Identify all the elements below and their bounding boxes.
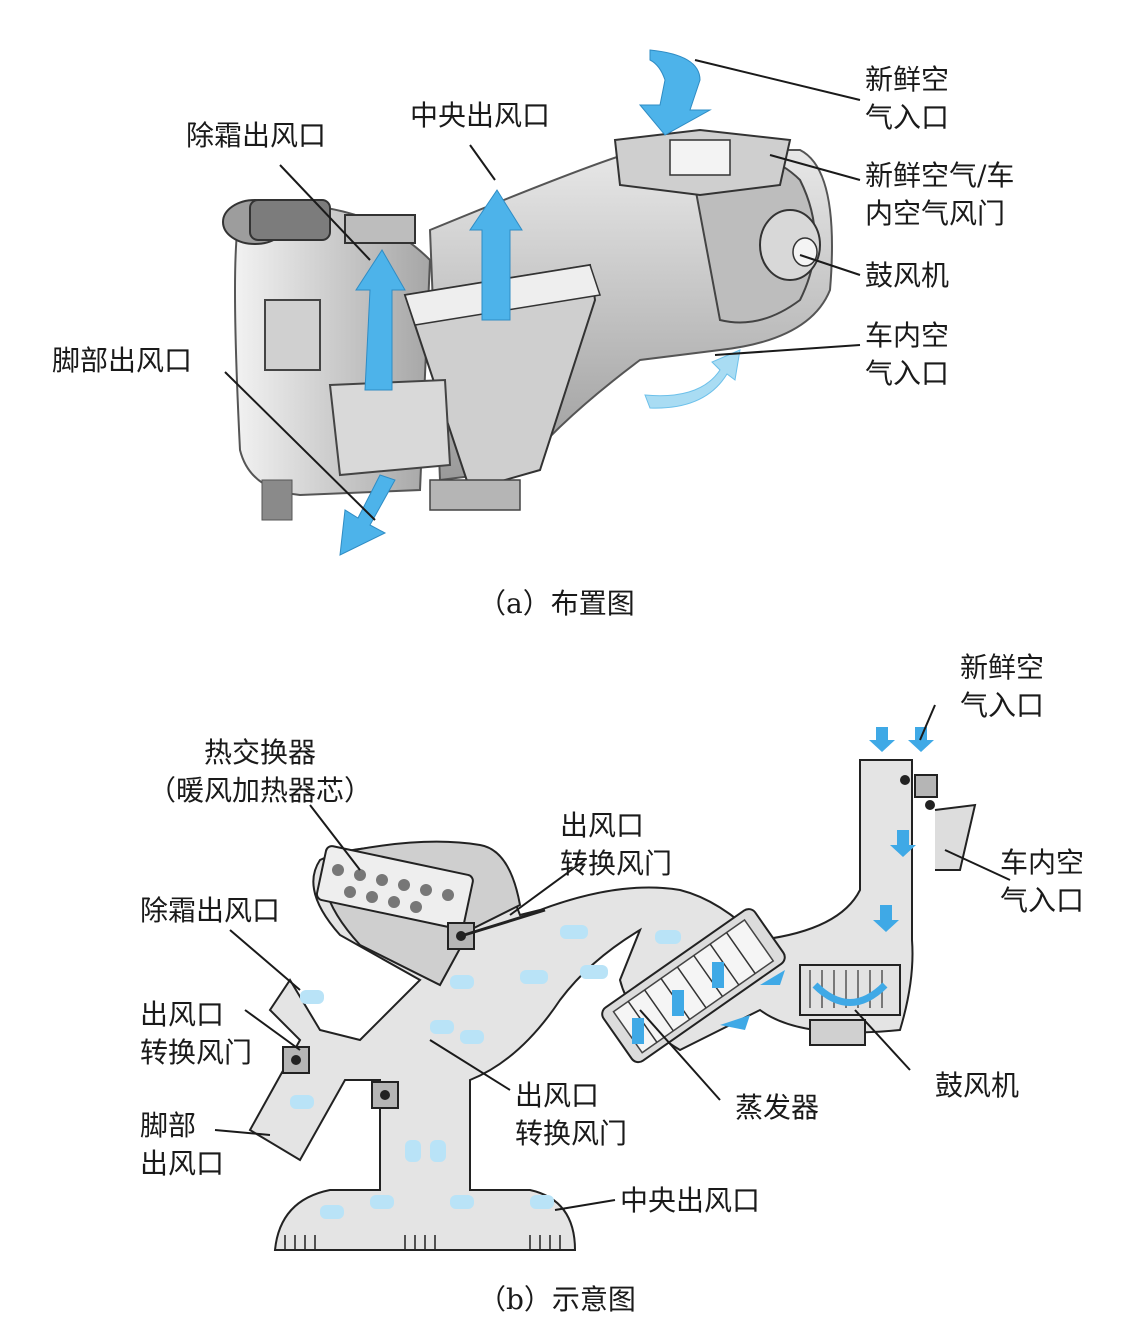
foot-outlet-arrow xyxy=(339,474,396,556)
label-mode-door-left-b-line2: 转换风门 xyxy=(140,1036,253,1069)
blower-flow-arrow xyxy=(812,982,888,1006)
label-recirc-inlet-a-line2: 气入口 xyxy=(865,357,950,390)
label-fresh-air-inlet-b-line1: 新鲜空 xyxy=(960,651,1045,684)
dark-flow-arrows xyxy=(720,727,934,1030)
label-mode-door-mid-b-line1: 出风口 xyxy=(515,1079,600,1112)
panel-b-leader-lines xyxy=(214,704,1011,1211)
evaporator-cold-cells xyxy=(632,962,724,1044)
heater-core xyxy=(315,845,474,930)
recirc-inlet-flap xyxy=(934,803,977,871)
label-fresh-air-inlet-a-line2: 气入口 xyxy=(865,101,950,134)
label-center-outlet-b: 中央出风口 xyxy=(620,1184,761,1217)
label-foot-outlet-a: 脚部出风口 xyxy=(52,344,193,377)
label-foot-outlet-b-line2: 出风口 xyxy=(140,1147,225,1180)
heater-core-tubes xyxy=(332,864,454,913)
defrost-outlet-frame xyxy=(344,214,416,244)
panel-b-schematic xyxy=(214,704,1011,1251)
label-blower-b: 鼓风机 xyxy=(935,1069,1020,1102)
label-recirc-inlet-a-line1: 车内空 xyxy=(865,319,950,352)
caption-panel-a: （a）布置图 xyxy=(478,587,635,620)
center-outlet-arrow xyxy=(469,189,523,321)
panel-a-leader-lines xyxy=(224,59,861,521)
label-mode-door-top-b-line1: 出风口 xyxy=(560,809,645,842)
label-mode-door-top-b-line2: 转换风门 xyxy=(560,847,673,880)
label-mode-door-mid-b-line2: 转换风门 xyxy=(515,1117,628,1150)
fresh-air-door-box xyxy=(914,774,938,798)
heater-legs xyxy=(261,479,293,521)
evaporator-block xyxy=(601,908,786,1064)
label-blower-a: 鼓风机 xyxy=(865,259,950,292)
actuator-box xyxy=(264,299,321,371)
defrost-outlet-arrow xyxy=(355,249,406,391)
blower-box xyxy=(799,964,901,1016)
light-flow-arrows xyxy=(290,925,681,1219)
label-recirc-inlet-b-line2: 气入口 xyxy=(1000,884,1085,917)
recirc-air-arrow xyxy=(644,349,741,409)
caption-panel-b: （b）示意图 xyxy=(478,1283,636,1316)
label-heater-core-b-line1: 热交换器 xyxy=(203,736,316,769)
foot-outlet-block xyxy=(328,378,452,477)
label-fresh-recirc-door-a-line1: 新鲜空气/车 xyxy=(865,159,1015,192)
fresh-air-arrow xyxy=(638,49,712,136)
label-fresh-recirc-door-a-line2: 内空气风门 xyxy=(865,197,1006,230)
label-defrost-outlet-a: 除霜出风口 xyxy=(186,119,327,152)
label-center-outlet-a: 中央出风口 xyxy=(410,99,551,132)
panel-a-illustration xyxy=(222,49,861,556)
label-defrost-outlet-b: 除霜出风口 xyxy=(140,894,281,927)
label-recirc-inlet-b-line1: 车内空 xyxy=(1000,846,1085,879)
label-evaporator-b: 蒸发器 xyxy=(735,1091,820,1124)
center-outlet-grilles xyxy=(284,1235,561,1250)
label-fresh-air-inlet-b-line2: 气入口 xyxy=(960,689,1045,722)
label-foot-outlet-b-line1: 脚部 xyxy=(140,1109,197,1142)
label-heater-core-b-line2: （暖风加热器芯） xyxy=(147,774,372,807)
label-fresh-air-inlet-a-line1: 新鲜空 xyxy=(865,63,950,96)
label-mode-door-left-b-line1: 出风口 xyxy=(140,998,225,1031)
